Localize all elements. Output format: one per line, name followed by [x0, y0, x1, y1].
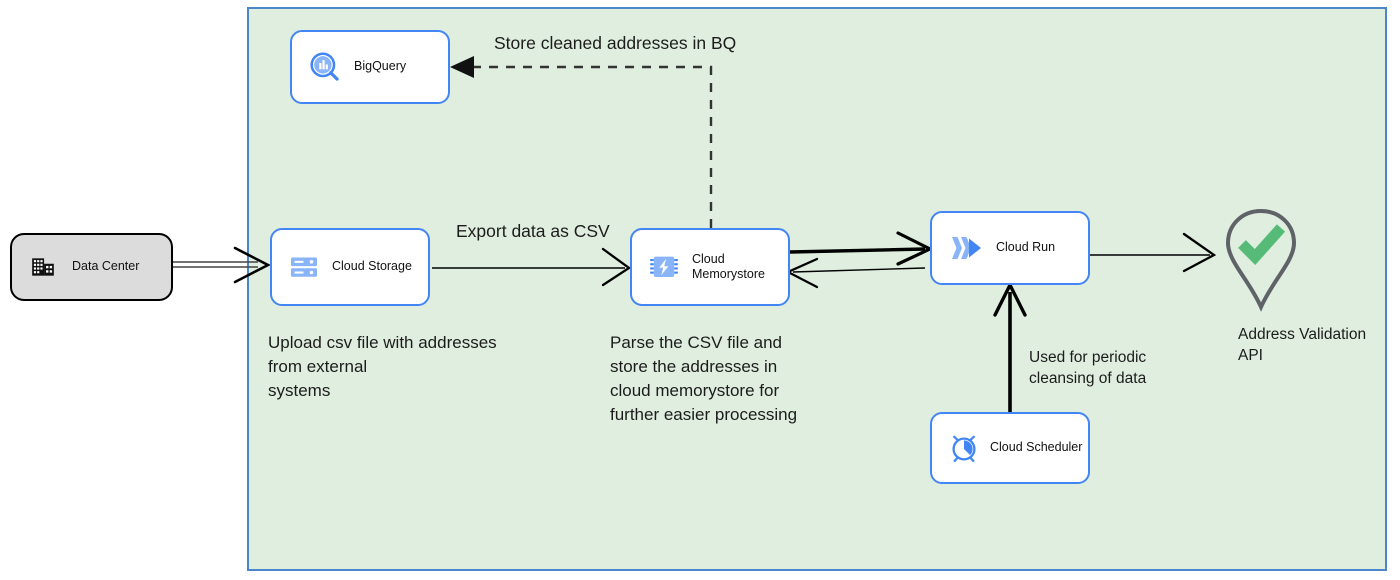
node-bigquery[interactable]: BigQuery [290, 30, 450, 104]
edge-cloudrun-to-memorystore [785, 257, 926, 289]
edge-label-export-csv: Export data as CSV [456, 221, 610, 241]
cloud-scheduler-icon [948, 432, 980, 464]
cloud-run-icon [948, 232, 984, 264]
node-label-cloud-memorystore: Cloud Memorystore [692, 251, 765, 281]
node-cloud-storage[interactable]: Cloud Storage [270, 228, 430, 306]
cloud-memorystore-icon [648, 251, 680, 283]
edge-memorystore-to-bigquery [450, 56, 713, 228]
data-center-icon [30, 254, 56, 280]
label-address-validation-api: Address Validation API [1238, 326, 1367, 364]
node-label-cloud-run: Cloud Run [996, 240, 1056, 255]
bigquery-icon [308, 50, 342, 84]
node-cloud-memorystore[interactable]: Cloud Memorystore [630, 228, 790, 306]
node-data-center[interactable]: Data Center [10, 233, 173, 301]
edge-cloudrun-to-avapi [1090, 232, 1217, 273]
edge-label-store-in-bq: Store cleaned addresses in BQ [494, 33, 737, 53]
node-cloud-scheduler[interactable]: Cloud Scheduler [930, 412, 1090, 484]
node-label-cloud-scheduler: Cloud Scheduler [990, 440, 1083, 455]
edge-storage-to-memorystore [432, 247, 632, 287]
node-label-data-center: Data Center [72, 259, 140, 274]
node-address-validation-api[interactable] [1222, 206, 1300, 316]
edge-scheduler-to-cloudrun [993, 281, 1027, 412]
edge-memorystore-to-cloudrun [789, 231, 934, 266]
map-pin-check-icon [1225, 208, 1297, 312]
caption-upload-csv: Upload csv file with addresses from exte… [268, 333, 497, 401]
edge-datacenter-to-storage [173, 246, 271, 284]
node-cloud-run[interactable]: Cloud Run [930, 211, 1090, 285]
caption-parse-csv: Parse the CSV file and store the address… [610, 333, 798, 425]
caption-scheduler-usage: Used for periodic cleansing of data [1029, 349, 1147, 388]
cloud-storage-icon [288, 251, 320, 283]
node-label-cloud-storage: Cloud Storage [332, 259, 412, 274]
node-label-bigquery: BigQuery [354, 59, 407, 74]
